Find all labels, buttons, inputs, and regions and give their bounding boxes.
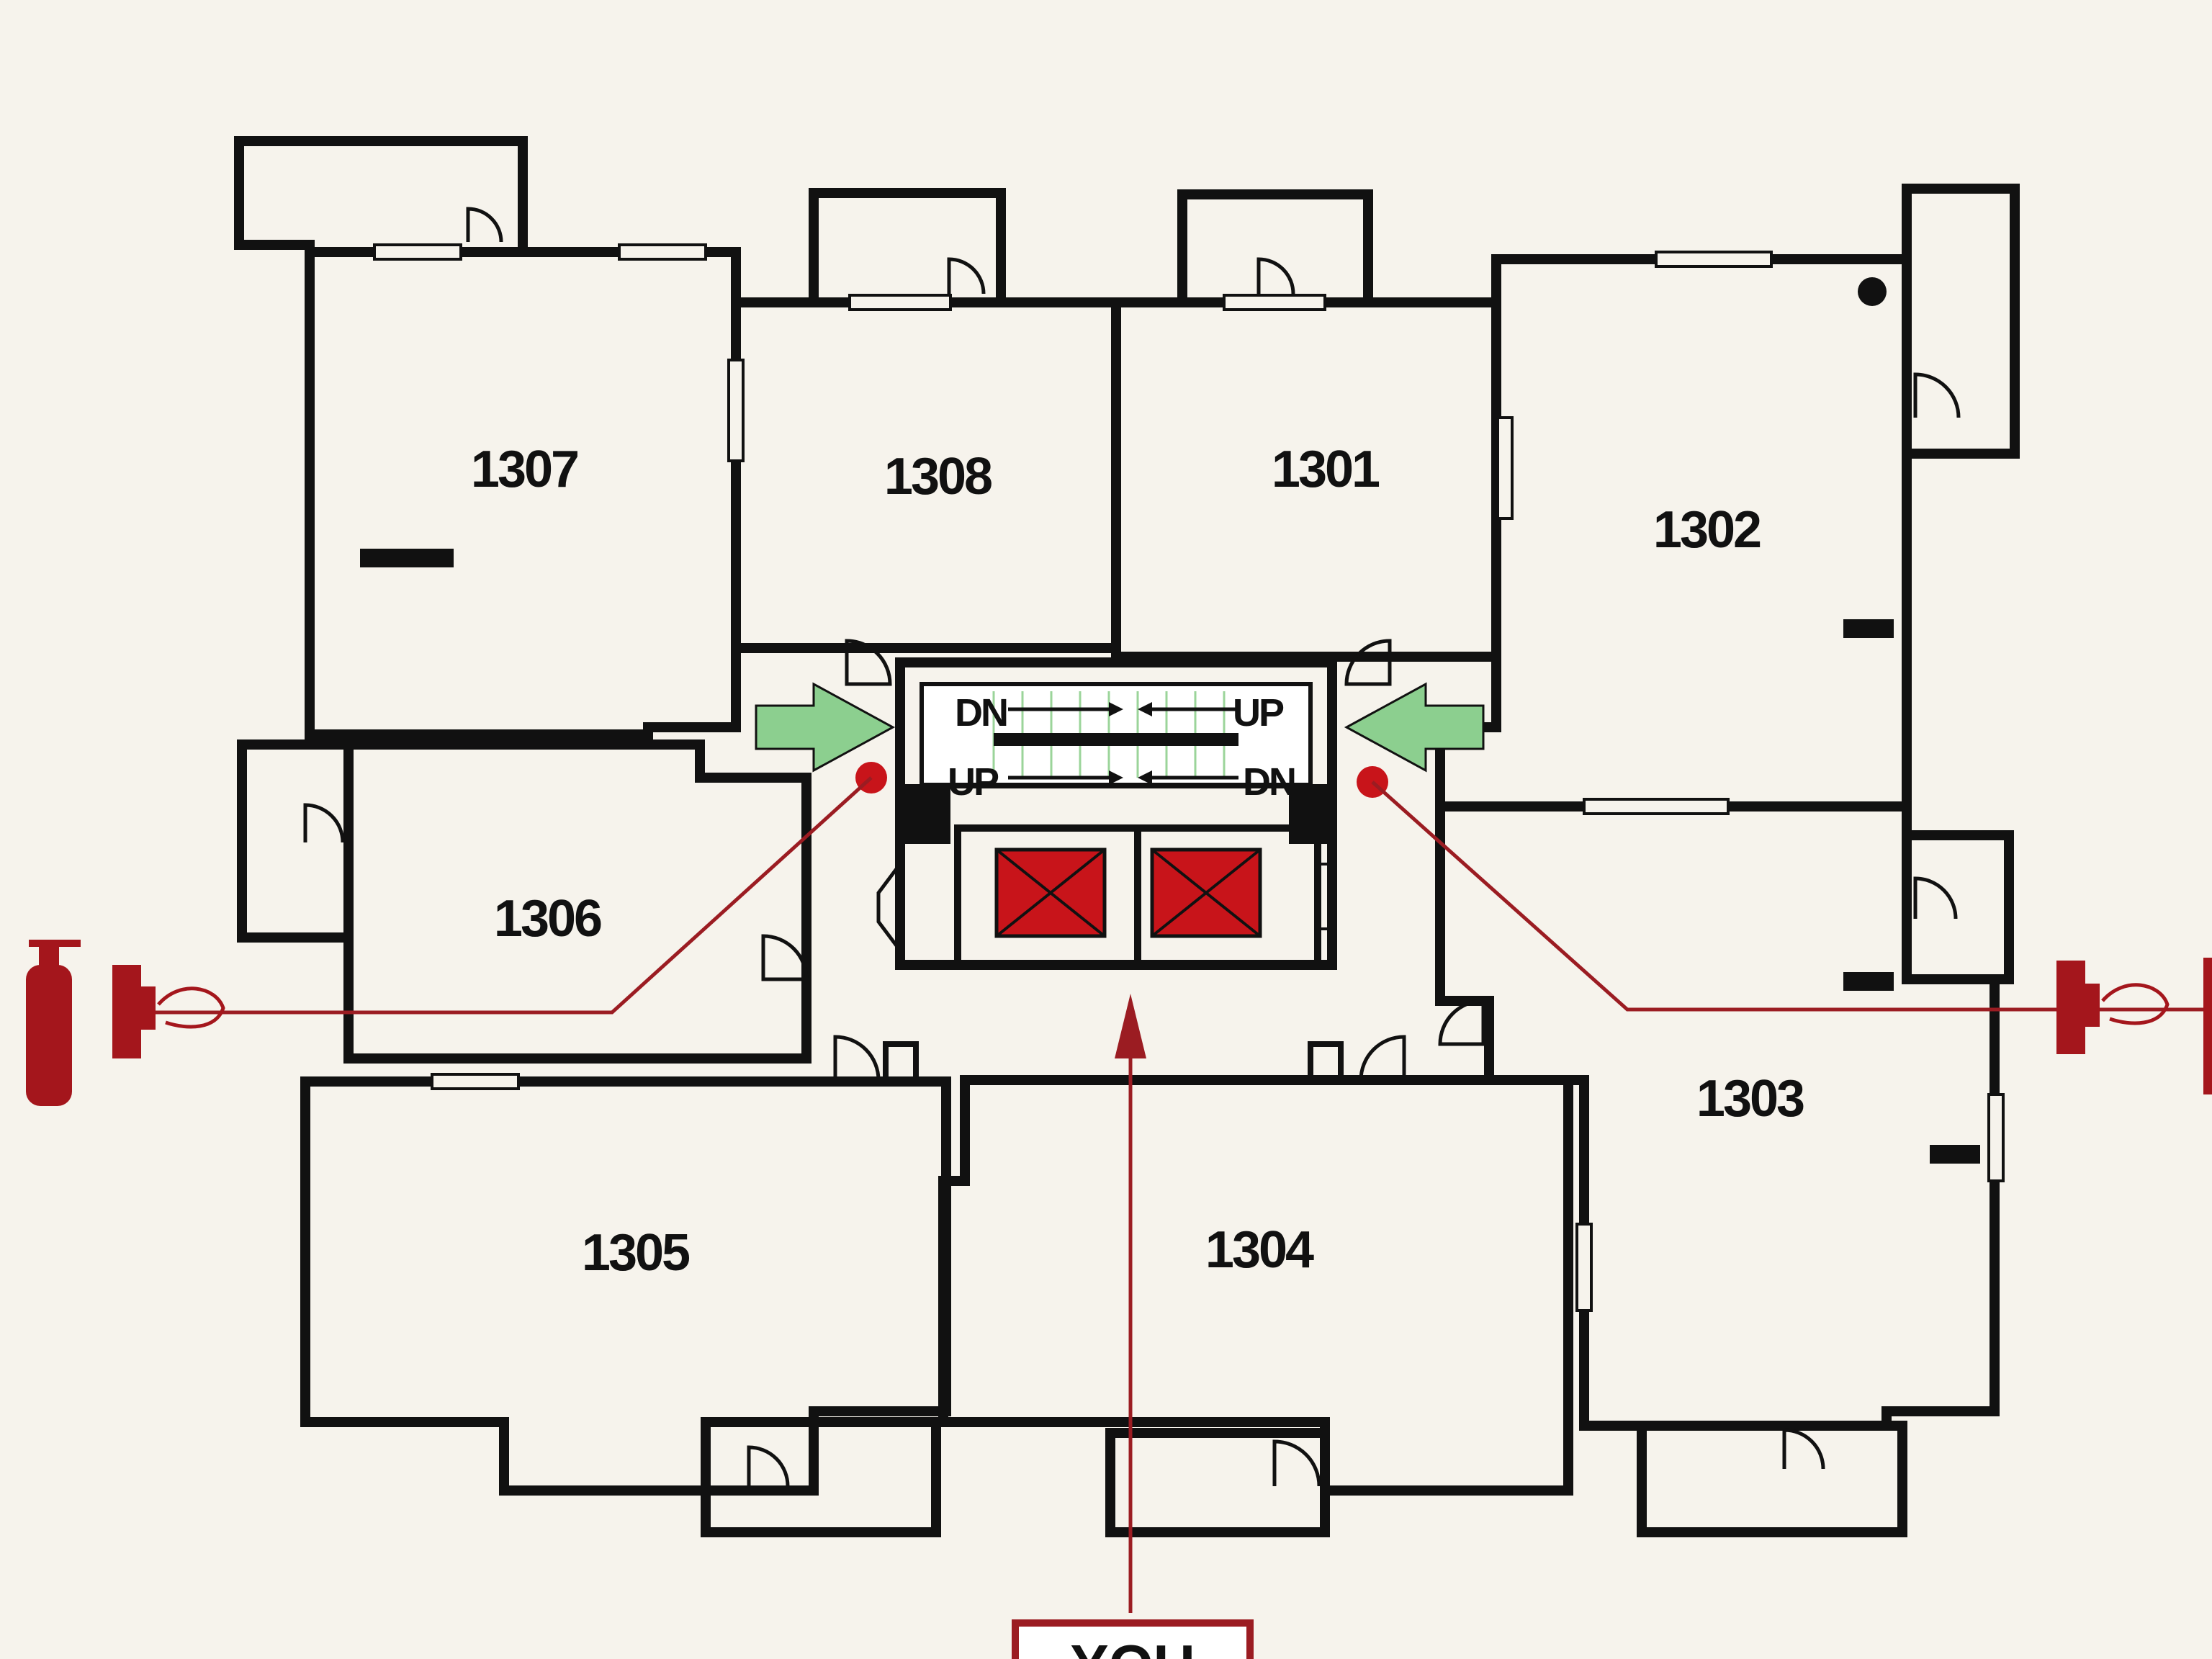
fire-extinguisher-icon	[2203, 958, 2212, 1094]
fire-equipment-right	[2056, 958, 2212, 1094]
doors	[303, 207, 1961, 1487]
stair-label-dn-top: DN	[955, 691, 1007, 734]
walls	[234, 136, 2020, 1537]
column-dot	[1858, 277, 1887, 306]
counter-mark	[360, 549, 454, 567]
room-label-1304: 1304	[1205, 1221, 1314, 1279]
exit-arrows	[755, 682, 1485, 773]
you-are-here-label: YOU	[1070, 1633, 1195, 1659]
you-are-here-marker: YOU	[1012, 1619, 1254, 1659]
exit-arrow-icon	[755, 682, 896, 773]
fire-equipment-left	[26, 940, 225, 1106]
room-label-1308: 1308	[884, 448, 992, 505]
room-label-1301: 1301	[1272, 441, 1380, 498]
fire-alarm-pull-icon	[2056, 961, 2170, 1054]
room-labels: 1307 1308 1301 1302 1306 1303 1305 1304	[471, 441, 1806, 1282]
room-label-1302: 1302	[1653, 501, 1761, 559]
wall-block	[1930, 1145, 1980, 1164]
room-label-1303: 1303	[1696, 1070, 1804, 1128]
fire-extinguisher-icon	[26, 940, 81, 1106]
room-label-1307: 1307	[471, 441, 577, 498]
wall-block	[1843, 972, 1894, 991]
exit-arrow-icon	[1344, 682, 1485, 773]
stair-label-dn-bottom: DN	[1243, 760, 1295, 804]
room-label-1306: 1306	[494, 890, 601, 948]
room-label-1305: 1305	[582, 1224, 690, 1282]
stairwell: DN UP UP DN	[900, 682, 1332, 844]
evacuation-routes	[144, 762, 2212, 1613]
you-are-here-arrow	[1115, 994, 1146, 1058]
wall-block	[1843, 619, 1894, 638]
windows	[360, 243, 2005, 1312]
elevators	[883, 824, 1344, 1083]
stair-label-up-bottom: UP	[948, 760, 999, 804]
stair-label-up-top: UP	[1233, 691, 1284, 734]
fire-alarm-pull-icon	[112, 965, 225, 1058]
